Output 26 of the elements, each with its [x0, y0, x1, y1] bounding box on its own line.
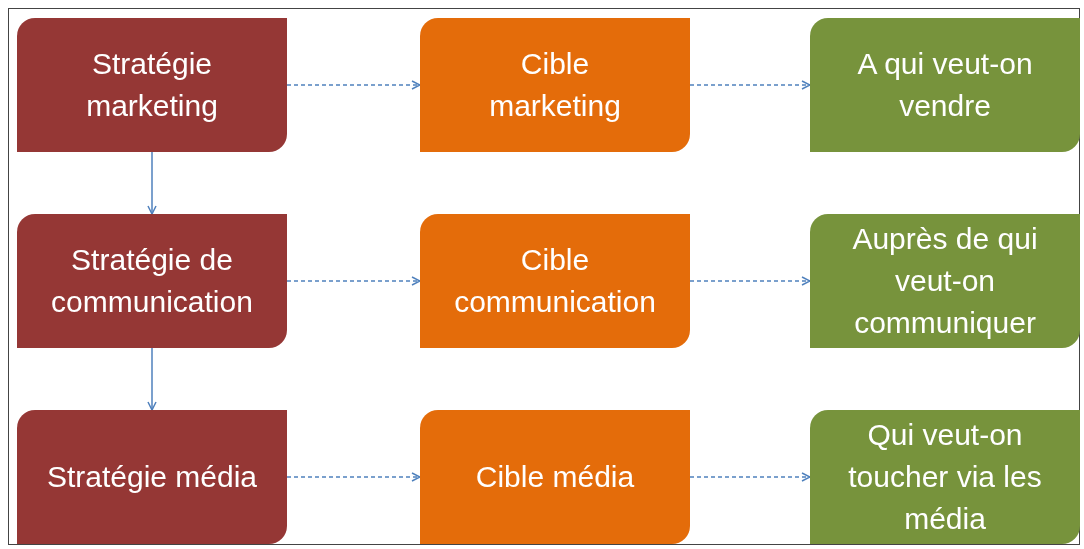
- box-label: Auprès de qui veut-on communiquer: [851, 221, 1039, 341]
- question-box: [810, 410, 1080, 544]
- box-label: A qui veut-on vendre: [856, 46, 1034, 124]
- strategy-box: [17, 214, 287, 348]
- strategy-box: [17, 410, 287, 544]
- question-box: [810, 214, 1080, 348]
- box-label: Cible marketing: [488, 46, 622, 124]
- box-label: Stratégie de communication: [50, 242, 254, 320]
- box-label: Cible communication: [454, 242, 656, 320]
- dashed-arrow: [286, 276, 421, 286]
- target-box: [420, 214, 690, 348]
- dashed-arrow: [689, 472, 811, 482]
- target-box: [420, 410, 690, 544]
- box-label: Cible média: [475, 459, 635, 495]
- dashed-arrow: [689, 276, 811, 286]
- box-label: Qui veut-on toucher via les média: [847, 417, 1043, 537]
- dashed-arrow: [286, 80, 421, 90]
- dashed-arrow: [689, 80, 811, 90]
- arrow: [147, 347, 157, 411]
- target-box: [420, 18, 690, 152]
- box-label: Stratégie média: [46, 459, 258, 495]
- dashed-arrow: [286, 472, 421, 482]
- arrow: [147, 151, 157, 215]
- question-box: [810, 18, 1080, 152]
- box-label: Stratégie marketing: [85, 46, 219, 124]
- strategy-box: [17, 18, 287, 152]
